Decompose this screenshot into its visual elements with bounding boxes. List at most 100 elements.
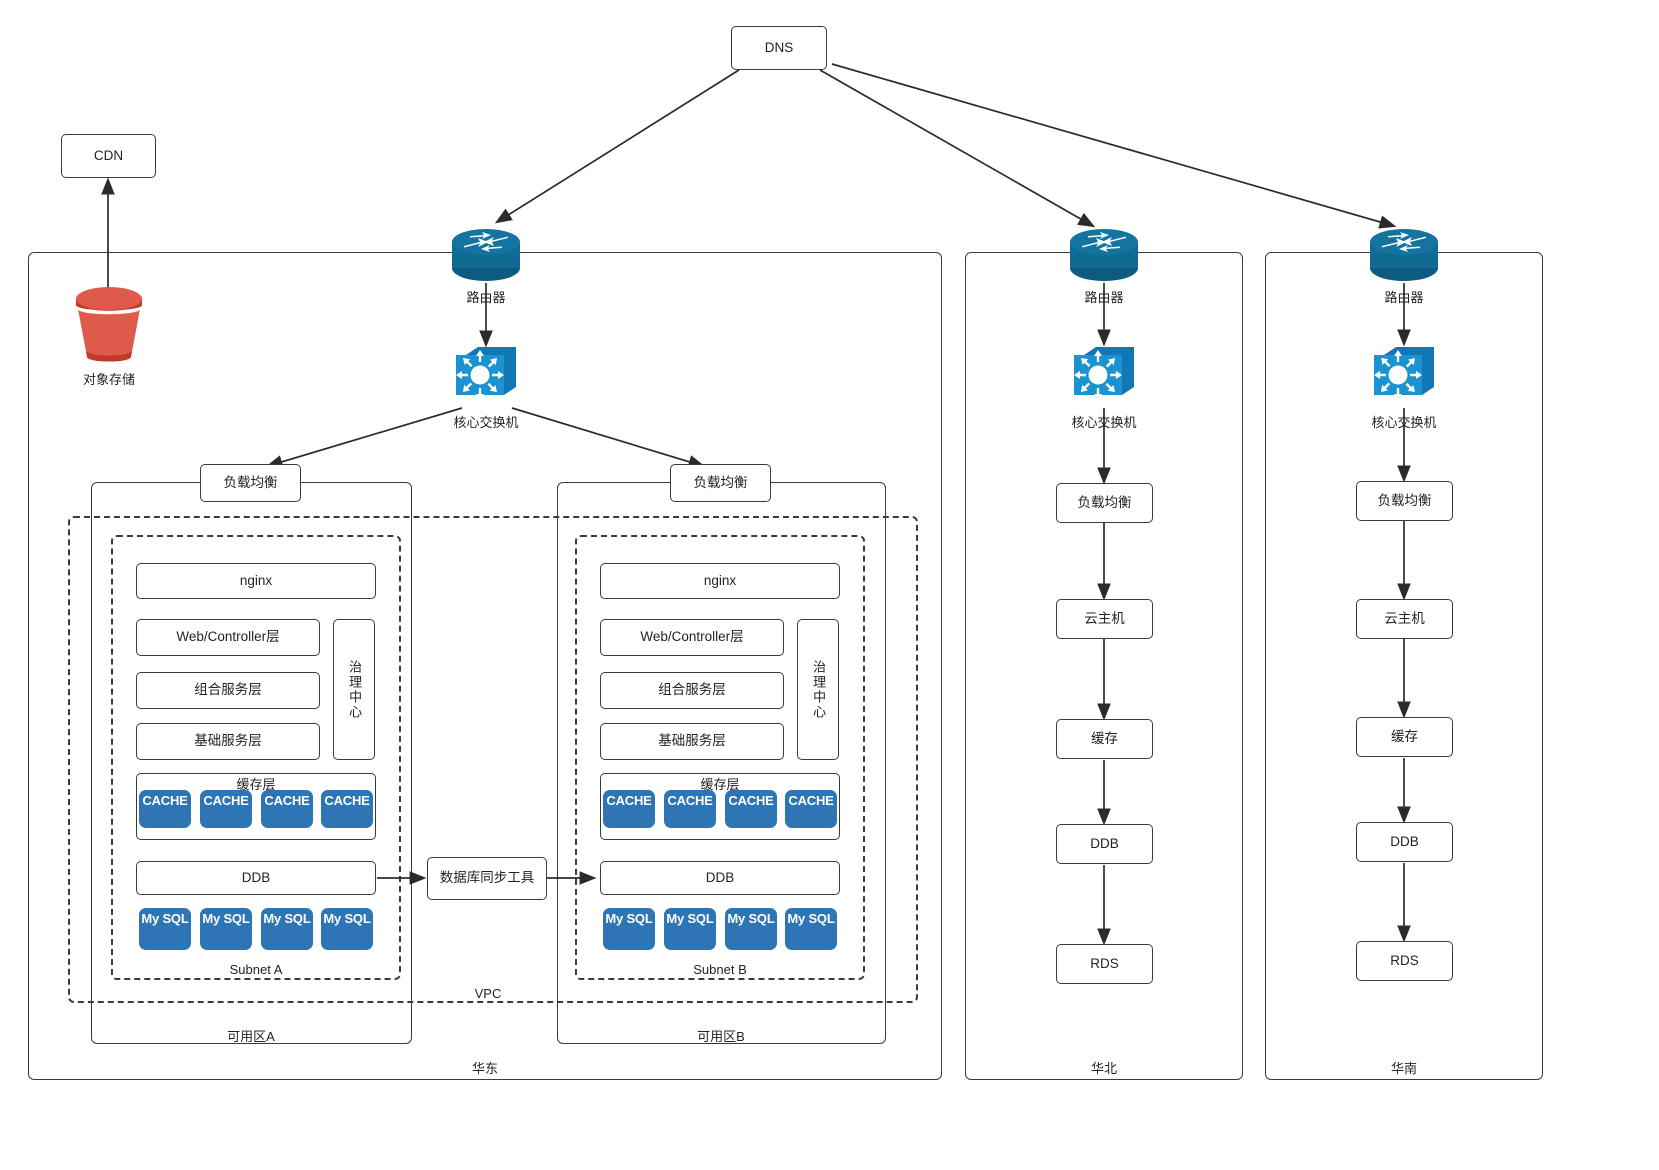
governance-center-b-label: 治理中心: [811, 659, 827, 720]
north-rds[interactable]: RDS: [1056, 944, 1153, 984]
mysql-b-2-label: My SQL: [666, 911, 714, 926]
az-a-label: 可用区A: [227, 1029, 275, 1044]
nginx-b[interactable]: nginx: [600, 563, 840, 599]
web-controller-b-label: Web/Controller层: [640, 629, 744, 645]
web-controller-b[interactable]: Web/Controller层: [600, 619, 784, 656]
cache-layer-b-label: 缓存层: [700, 777, 740, 792]
composite-service-a-label: 组合服务层: [194, 682, 262, 698]
north-ddb[interactable]: DDB: [1056, 824, 1153, 864]
south-load-balancer-label: 负载均衡: [1377, 492, 1432, 508]
base-service-b[interactable]: 基础服务层: [600, 723, 784, 760]
north-rds-label: RDS: [1090, 955, 1119, 971]
south-cloud-host-label: 云主机: [1384, 610, 1425, 626]
north-cache[interactable]: 缓存: [1056, 719, 1153, 759]
ddb-a[interactable]: DDB: [136, 861, 376, 895]
web-controller-a[interactable]: Web/Controller层: [136, 619, 320, 656]
mysql-b-3-label: My SQL: [727, 911, 775, 926]
mysql-b-3[interactable]: My SQL: [725, 908, 777, 950]
nginx-a[interactable]: nginx: [136, 563, 376, 599]
south-ddb-label: DDB: [1390, 833, 1419, 849]
ddb-b[interactable]: DDB: [600, 861, 840, 895]
ddb-a-label: DDB: [241, 869, 271, 885]
north-ddb-label: DDB: [1090, 835, 1119, 851]
mysql-a-1[interactable]: My SQL: [139, 908, 191, 950]
router-south-label: 路由器: [1384, 290, 1424, 305]
cache-b-3-label: CACHE: [728, 793, 774, 808]
north-cloud-host-label: 云主机: [1084, 610, 1125, 626]
cache-b-1[interactable]: CACHE: [603, 790, 655, 828]
mysql-b-4-label: My SQL: [787, 911, 835, 926]
mysql-b-1[interactable]: My SQL: [603, 908, 655, 950]
south-ddb[interactable]: DDB: [1356, 822, 1453, 862]
base-service-a[interactable]: 基础服务层: [136, 723, 320, 760]
composite-service-b[interactable]: 组合服务层: [600, 672, 784, 709]
base-service-a-label: 基础服务层: [194, 733, 262, 749]
db-sync-tool[interactable]: 数据库同步工具: [427, 857, 547, 900]
governance-center-b[interactable]: 治理中心: [797, 619, 839, 760]
core-switch-icon-north[interactable]: [1072, 345, 1136, 407]
cache-a-3[interactable]: CACHE: [261, 790, 313, 828]
cdn-node[interactable]: CDN: [61, 134, 156, 178]
load-balancer-b[interactable]: 负载均衡: [670, 464, 771, 502]
north-cache-label: 缓存: [1091, 730, 1118, 746]
subnet-a-boundary: [111, 535, 401, 980]
dns-label: DNS: [764, 39, 794, 55]
core-switch-north-label: 核心交换机: [1071, 415, 1137, 430]
cache-b-4[interactable]: CACHE: [785, 790, 837, 828]
mysql-b-4[interactable]: My SQL: [785, 908, 837, 950]
cache-a-1[interactable]: CACHE: [139, 790, 191, 828]
cache-a-3-label: CACHE: [264, 793, 310, 808]
cdn-label: CDN: [93, 147, 124, 163]
region-south-label: 华南: [1390, 1061, 1417, 1076]
cache-b-3[interactable]: CACHE: [725, 790, 777, 828]
north-cloud-host[interactable]: 云主机: [1056, 599, 1153, 639]
core-switch-icon-east[interactable]: [454, 345, 518, 407]
mysql-a-4-label: My SQL: [323, 911, 371, 926]
cache-b-1-label: CACHE: [606, 793, 652, 808]
cache-a-2[interactable]: CACHE: [200, 790, 252, 828]
south-rds[interactable]: RDS: [1356, 941, 1453, 981]
mysql-a-3[interactable]: My SQL: [261, 908, 313, 950]
north-load-balancer-label: 负载均衡: [1077, 494, 1132, 510]
core-switch-icon-south[interactable]: [1372, 345, 1436, 407]
object-storage-label: 对象存储: [82, 372, 135, 387]
cache-b-4-label: CACHE: [788, 793, 834, 808]
nginx-b-label: nginx: [703, 572, 737, 588]
composite-service-b-label: 组合服务层: [658, 682, 726, 698]
cache-b-2[interactable]: CACHE: [664, 790, 716, 828]
subnet-b-label: Subnet B: [693, 962, 747, 977]
governance-center-a[interactable]: 治理中心: [333, 619, 375, 760]
mysql-a-2-label: My SQL: [202, 911, 250, 926]
south-cache-label: 缓存: [1391, 728, 1418, 744]
mysql-b-2[interactable]: My SQL: [664, 908, 716, 950]
dns-node[interactable]: DNS: [731, 26, 827, 70]
object-storage-icon[interactable]: [71, 283, 147, 365]
router-icon-east[interactable]: [450, 226, 522, 284]
ddb-b-label: DDB: [705, 869, 735, 885]
core-switch-east-label: 核心交换机: [453, 415, 519, 430]
mysql-a-4[interactable]: My SQL: [321, 908, 373, 950]
north-load-balancer[interactable]: 负载均衡: [1056, 483, 1153, 523]
router-icon-north[interactable]: [1068, 226, 1140, 284]
cache-a-2-label: CACHE: [203, 793, 249, 808]
load-balancer-a[interactable]: 负载均衡: [200, 464, 301, 502]
db-sync-tool-label: 数据库同步工具: [439, 870, 535, 886]
composite-service-a[interactable]: 组合服务层: [136, 672, 320, 709]
router-icon-south[interactable]: [1368, 226, 1440, 284]
south-cache[interactable]: 缓存: [1356, 717, 1453, 757]
base-service-b-label: 基础服务层: [658, 733, 726, 749]
mysql-a-1-label: My SQL: [141, 911, 189, 926]
governance-center-a-label: 治理中心: [347, 659, 363, 720]
south-load-balancer[interactable]: 负载均衡: [1356, 481, 1453, 521]
core-switch-south-label: 核心交换机: [1371, 415, 1437, 430]
south-rds-label: RDS: [1390, 952, 1419, 968]
nginx-a-label: nginx: [239, 572, 273, 588]
cache-a-4[interactable]: CACHE: [321, 790, 373, 828]
mysql-a-2[interactable]: My SQL: [200, 908, 252, 950]
subnet-b-boundary: [575, 535, 865, 980]
south-cloud-host[interactable]: 云主机: [1356, 599, 1453, 639]
region-north-label: 华北: [1090, 1061, 1117, 1076]
mysql-b-1-label: My SQL: [605, 911, 653, 926]
az-b-label: 可用区B: [697, 1029, 745, 1044]
